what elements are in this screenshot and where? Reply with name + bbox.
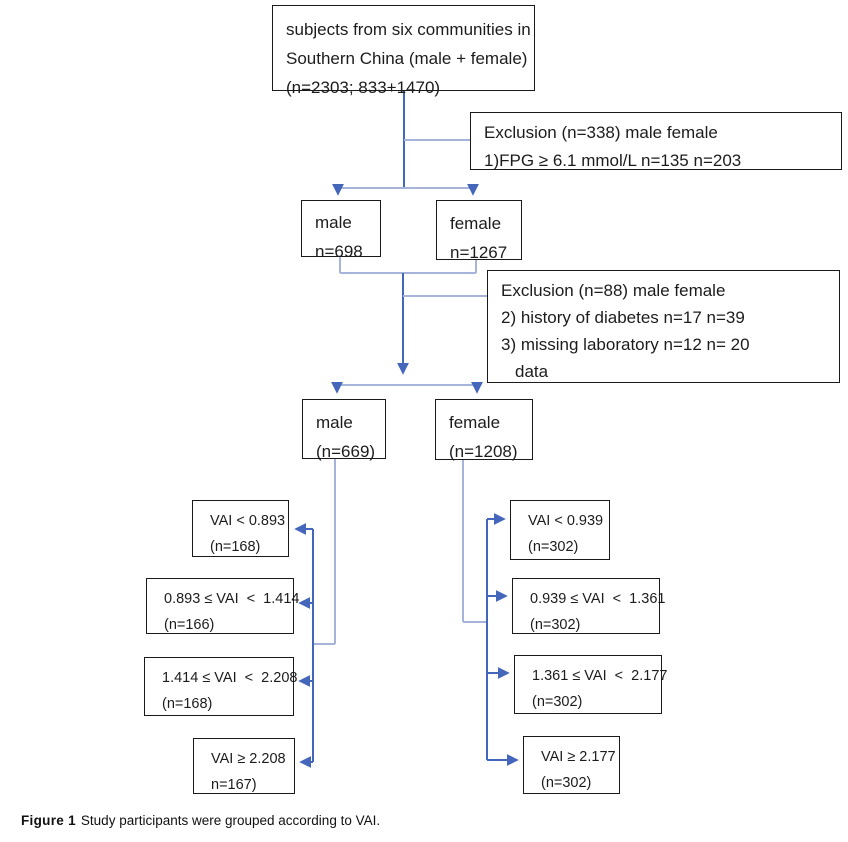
node-text-line: (n=2303; 833+1470) (286, 78, 441, 97)
node-female-vai-q1: VAI < 0.939 (n=302) (510, 500, 610, 560)
node-text-line: 2) history of diabetes n=17 n=39 (501, 308, 745, 327)
node-text-line: 0.893 ≤ VAI < 1.414 (164, 591, 300, 607)
male-vai-connectors (294, 459, 336, 768)
node-male-initial: male n=698 (301, 200, 381, 261)
node-female-included: female (n=1208) (435, 399, 533, 461)
node-text-line: (n=669) (316, 442, 376, 461)
node-text-line: 3) missing laboratory n=12 n= 20 (501, 335, 750, 354)
figure-caption-label: Figure 1 (21, 813, 76, 828)
node-text-line: 0.939 ≤ VAI < 1.361 (530, 591, 666, 607)
node-female-vai-q2: 0.939 ≤ VAI < 1.361 (n=302) (512, 578, 666, 634)
node-text-line: n=1267 (450, 243, 508, 262)
node-male-included: male (n=669) (302, 399, 386, 461)
node-subjects-total: subjects from six communities in Souther… (272, 5, 535, 97)
figure-caption-text: Study participants were grouped accordin… (80, 813, 381, 828)
node-text-line: n=167) (211, 777, 257, 793)
node-female-vai-q3: 1.361 ≤ VAI < 2.177 (n=302) (514, 655, 668, 714)
node-exclusion-2: Exclusion (n=88) male female 2) history … (487, 270, 840, 383)
node-text-line: VAI ≥ 2.208 (211, 751, 286, 767)
node-text-line: (n=302) (532, 694, 583, 710)
node-text-line: (n=302) (541, 775, 592, 791)
node-text-line: (n=168) (162, 696, 213, 712)
node-text-line: VAI < 0.939 (528, 513, 604, 529)
node-text-line: male (316, 413, 353, 432)
node-text-line: (n=166) (164, 617, 215, 633)
node-text-line: VAI ≥ 2.177 (541, 749, 616, 765)
node-female-vai-q4: VAI ≥ 2.177 (n=302) (523, 736, 620, 794)
top-section-connectors (332, 91, 479, 196)
node-text-line: (n=1208) (449, 442, 518, 461)
node-exclusion-1: Exclusion (n=338) male female 1)FPG ≥ 6.… (470, 112, 842, 170)
node-text-line: female (450, 214, 502, 233)
node-male-vai-q2: 0.893 ≤ VAI < 1.414 (n=166) (146, 578, 300, 634)
node-text-line: Southern China (male + female) (286, 49, 528, 68)
node-text-line: 1.361 ≤ VAI < 2.177 (532, 668, 668, 684)
node-male-vai-q4: VAI ≥ 2.208 n=167) (193, 738, 295, 794)
node-text-line: VAI < 0.893 (210, 513, 286, 529)
node-male-vai-q1: VAI < 0.893 (n=168) (192, 500, 289, 557)
node-text-line: 1)FPG ≥ 6.1 mmol/L n=135 n=203 (484, 151, 742, 170)
node-text-line: Exclusion (n=338) male female (484, 123, 718, 142)
female-vai-connectors (462, 460, 519, 766)
node-text-line: subjects from six communities in (286, 20, 531, 39)
middle-section-connectors (331, 257, 487, 394)
figure-caption: Figure 1 Study participants were grouped … (21, 812, 831, 830)
node-text-line: (n=302) (530, 617, 581, 633)
node-text-line: n=698 (315, 242, 363, 261)
node-text-line: female (449, 413, 501, 432)
node-male-vai-q3: 1.414 ≤ VAI < 2.208 (n=168) (144, 657, 298, 716)
node-text-line: Exclusion (n=88) male female (501, 281, 726, 300)
node-text-line: (n=168) (210, 539, 261, 555)
node-female-initial: female n=1267 (436, 200, 522, 262)
node-text-line: data (515, 362, 549, 381)
node-text-line: 1.414 ≤ VAI < 2.208 (162, 670, 298, 686)
node-text-line: male (315, 213, 352, 232)
node-text-line: (n=302) (528, 539, 579, 555)
